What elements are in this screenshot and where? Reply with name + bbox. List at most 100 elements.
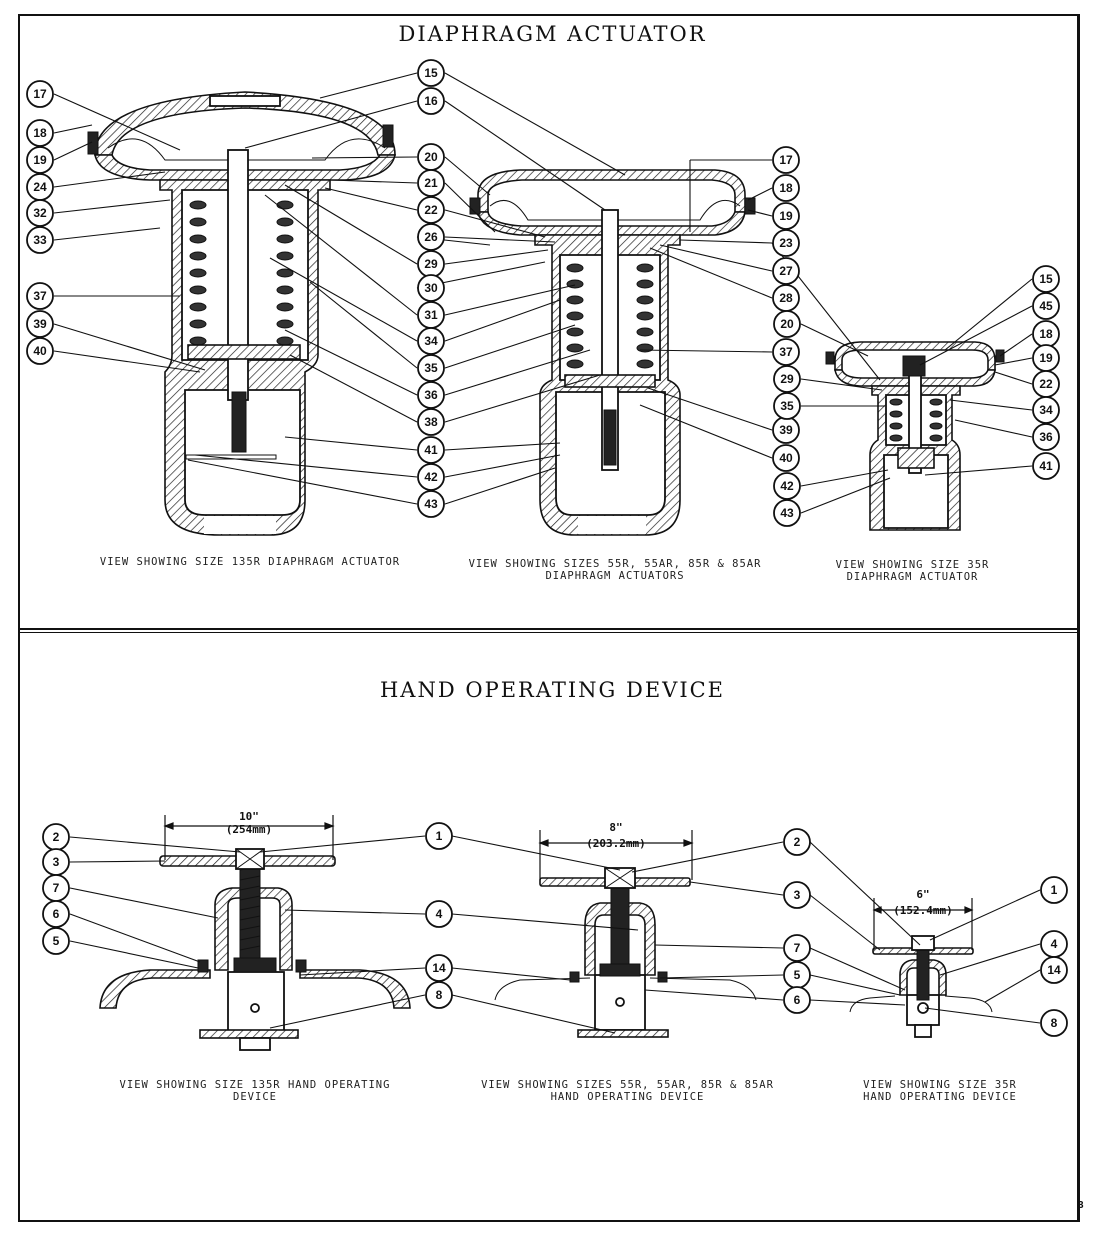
callout-a3_right-15: 15: [1032, 265, 1060, 293]
callout-circle: [425, 954, 453, 982]
callout-a1_left-39: 39: [26, 310, 54, 338]
dimension-lines: [163, 815, 974, 950]
callout-number: 8: [436, 988, 443, 1002]
callout-number: 32: [33, 206, 47, 220]
callout-h1_left-3: 3: [42, 848, 70, 876]
callout-a1_2-22: 22: [417, 196, 445, 224]
callout-circle: [773, 472, 801, 500]
callout-a1_2-16: 16: [417, 87, 445, 115]
callout-circle: [42, 927, 70, 955]
callout-number: 14: [432, 961, 446, 975]
callout-circle: [417, 59, 445, 87]
callout-circle: [26, 119, 54, 147]
callout-a3_left-29: 29: [773, 365, 801, 393]
callout-circle: [773, 392, 801, 420]
callout-number: 20: [780, 317, 794, 331]
caption-line: VIEW SHOWING SIZE 35R: [863, 1079, 1017, 1091]
callout-number: 35: [780, 399, 794, 413]
callout-number: 18: [33, 126, 47, 140]
callout-circle: [772, 174, 800, 202]
callout-bubbles: 1718192432333739401516202122262930313435…: [26, 59, 1068, 1037]
actuator-35r-drawing: [825, 341, 1005, 531]
caption-line: DIAPHRAGM ACTUATOR: [846, 571, 979, 583]
callout-circle: [1032, 396, 1060, 424]
callout-number: 5: [794, 968, 801, 982]
callout-circle: [425, 822, 453, 850]
callout-h3_right-8: 8: [1040, 1009, 1068, 1037]
callout-a1_left-19: 19: [26, 146, 54, 174]
callout-number: 3: [53, 855, 60, 869]
callout-a3_right-45: 45: [1032, 292, 1060, 320]
callout-number: 7: [53, 881, 60, 895]
callout-circle: [417, 463, 445, 491]
callout-number: 17: [779, 153, 793, 167]
dim-203-mm: (203.2mm): [586, 837, 646, 850]
callout-h2_right-6: 6: [783, 986, 811, 1014]
callout-a1_2-29: 29: [417, 250, 445, 278]
callout-number: 40: [33, 344, 47, 358]
caption-hand-55r: VIEW SHOWING SIZES 55R, 55AR, 85R & 85AR…: [450, 1079, 805, 1103]
callout-circle: [417, 196, 445, 224]
hand-device-135r-drawing: [99, 848, 411, 1051]
callout-circle: [425, 981, 453, 1009]
callout-number: 15: [424, 66, 438, 80]
callout-circle: [417, 169, 445, 197]
callout-h2_right-5: 5: [783, 961, 811, 989]
callout-a1_2-43: 43: [417, 490, 445, 518]
callout-h1_left-2: 2: [42, 823, 70, 851]
callout-circle: [417, 274, 445, 302]
caption-line: HAND OPERATING DEVICE: [550, 1091, 705, 1103]
callout-circle: [772, 444, 800, 472]
page-number: 3: [1078, 1200, 1084, 1211]
callout-a1_2-38: 38: [417, 408, 445, 436]
callout-number: 7: [794, 941, 801, 955]
callout-a3_left-43: 43: [773, 499, 801, 527]
callout-number: 1: [1051, 883, 1058, 897]
callout-h1_right-1: 1: [425, 822, 453, 850]
callout-number: 5: [53, 934, 60, 948]
callout-a1_left-17: 17: [26, 80, 54, 108]
callout-number: 28: [779, 291, 793, 305]
callout-number: 34: [1039, 403, 1053, 417]
callout-circle: [1032, 265, 1060, 293]
callout-circle: [26, 282, 54, 310]
callout-a1_2-26: 26: [417, 223, 445, 251]
callout-circle: [1040, 956, 1068, 984]
callout-number: 41: [424, 443, 438, 457]
callout-a1_left-33: 33: [26, 226, 54, 254]
callout-a1_2-35: 35: [417, 354, 445, 382]
callout-a1_left-40: 40: [26, 337, 54, 365]
callout-h1_left-7: 7: [42, 874, 70, 902]
callout-a1_2-42: 42: [417, 463, 445, 491]
dim-6-in: 6": [916, 888, 929, 901]
caption-line: VIEW SHOWING SIZE 35R: [835, 559, 990, 571]
callout-number: 15: [1039, 272, 1053, 286]
callout-a3_right-34: 34: [1032, 396, 1060, 424]
callout-a2_right-17: 17: [772, 146, 800, 174]
hand-device-35r-drawing: [849, 935, 993, 1038]
callout-circle: [425, 900, 453, 928]
callout-number: 43: [780, 506, 794, 520]
section-divider-thin: [18, 632, 1080, 633]
leader-lines: [53, 72, 1041, 1034]
callout-a1_2-30: 30: [417, 274, 445, 302]
callout-circle: [773, 365, 801, 393]
callout-h1_right-4: 4: [425, 900, 453, 928]
callout-number: 36: [424, 388, 438, 402]
callout-number: 42: [424, 470, 438, 484]
callout-number: 43: [424, 497, 438, 511]
callout-circle: [772, 338, 800, 366]
callout-number: 23: [779, 236, 793, 250]
caption-line: DEVICE: [233, 1091, 277, 1103]
callout-a1_2-15: 15: [417, 59, 445, 87]
callout-h3_right-1: 1: [1040, 876, 1068, 904]
dim-152-mm: (152.4mm): [893, 904, 953, 917]
callout-number: 36: [1039, 430, 1053, 444]
callout-circle: [1032, 423, 1060, 451]
callout-number: 19: [33, 153, 47, 167]
actuator-135r-drawing: [87, 91, 396, 536]
callout-circle: [773, 310, 801, 338]
callout-number: 27: [779, 264, 793, 278]
callout-circle: [26, 146, 54, 174]
